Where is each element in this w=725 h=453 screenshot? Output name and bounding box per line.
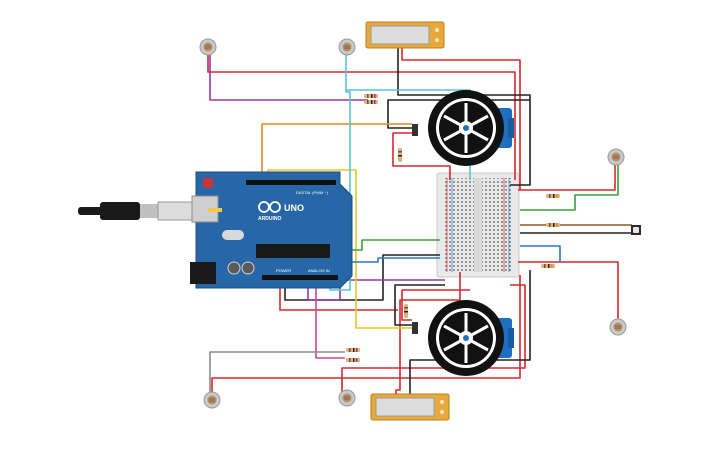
digital-header-label: DIGITAL (PWM ~) — [296, 190, 329, 195]
servo-top — [412, 90, 514, 166]
ldr-top-middle — [338, 38, 356, 56]
wire-pink — [315, 283, 345, 359]
usb-cable — [78, 201, 193, 221]
resistor-8 — [346, 348, 360, 352]
ldr-right-top — [607, 148, 625, 166]
wire-cyan-top — [329, 55, 351, 291]
wire-green-right — [520, 165, 619, 211]
resistor-2 — [364, 100, 378, 104]
digital-header — [246, 180, 336, 185]
resistor-4 — [546, 194, 560, 198]
photoresistors — [199, 38, 627, 409]
board-brand-label: ARDUINO — [258, 216, 281, 222]
reset-button — [203, 178, 213, 188]
resistor-1 — [364, 94, 378, 98]
board-model-label: UNO — [284, 203, 304, 213]
pushbutton — [631, 225, 641, 235]
resistors — [346, 94, 560, 362]
arduino-uno-board: UNO ARDUINO DIGITAL (PWM ~) POWER ANALOG… — [190, 171, 353, 289]
wire-black-servo-bottom — [394, 284, 445, 326]
resistor-7 — [404, 304, 408, 318]
wire-black-top — [397, 48, 531, 186]
wire-blue-right — [520, 245, 561, 262]
crystal — [222, 230, 244, 240]
wire-red-lower — [279, 283, 398, 311]
ldr-bottom-left — [203, 391, 221, 409]
power-jack — [190, 262, 216, 284]
ldr-top-left — [199, 38, 217, 56]
wire-purple-arduino — [307, 279, 445, 301]
wire-red-servo-bottom — [401, 289, 470, 321]
wire-purple-ldr — [209, 55, 368, 101]
breadboard — [436, 172, 520, 278]
wire-gray — [209, 351, 345, 392]
microcontroller-chip — [256, 244, 330, 258]
wire-black-arduino — [284, 254, 440, 301]
analog-header-label: ANALOG IN — [308, 268, 330, 273]
wire-red-bottom — [211, 275, 521, 392]
wire-red-top-display — [401, 48, 521, 190]
wire-red-right-ldr2 — [518, 261, 619, 320]
resistor-9 — [346, 358, 360, 362]
wire-red-servo-top — [392, 132, 451, 180]
ldr-right-bottom — [609, 318, 627, 336]
power-header-label: POWER — [276, 268, 291, 273]
arduino-logo-icon — [258, 201, 281, 213]
display-bottom — [370, 393, 450, 421]
wire-red-top-ldr-left — [207, 55, 516, 180]
resistor-6 — [541, 264, 555, 268]
servo-bottom — [412, 300, 514, 376]
analog-power-header — [262, 275, 338, 280]
wire-red-right-ldr — [518, 165, 616, 191]
wire-orange — [261, 123, 412, 185]
wire-red-bottom-2 — [341, 284, 526, 392]
resistor-5 — [546, 223, 560, 227]
ldr-bottom-middle — [338, 389, 356, 407]
display-top — [365, 21, 445, 49]
resistor-3 — [398, 148, 402, 162]
